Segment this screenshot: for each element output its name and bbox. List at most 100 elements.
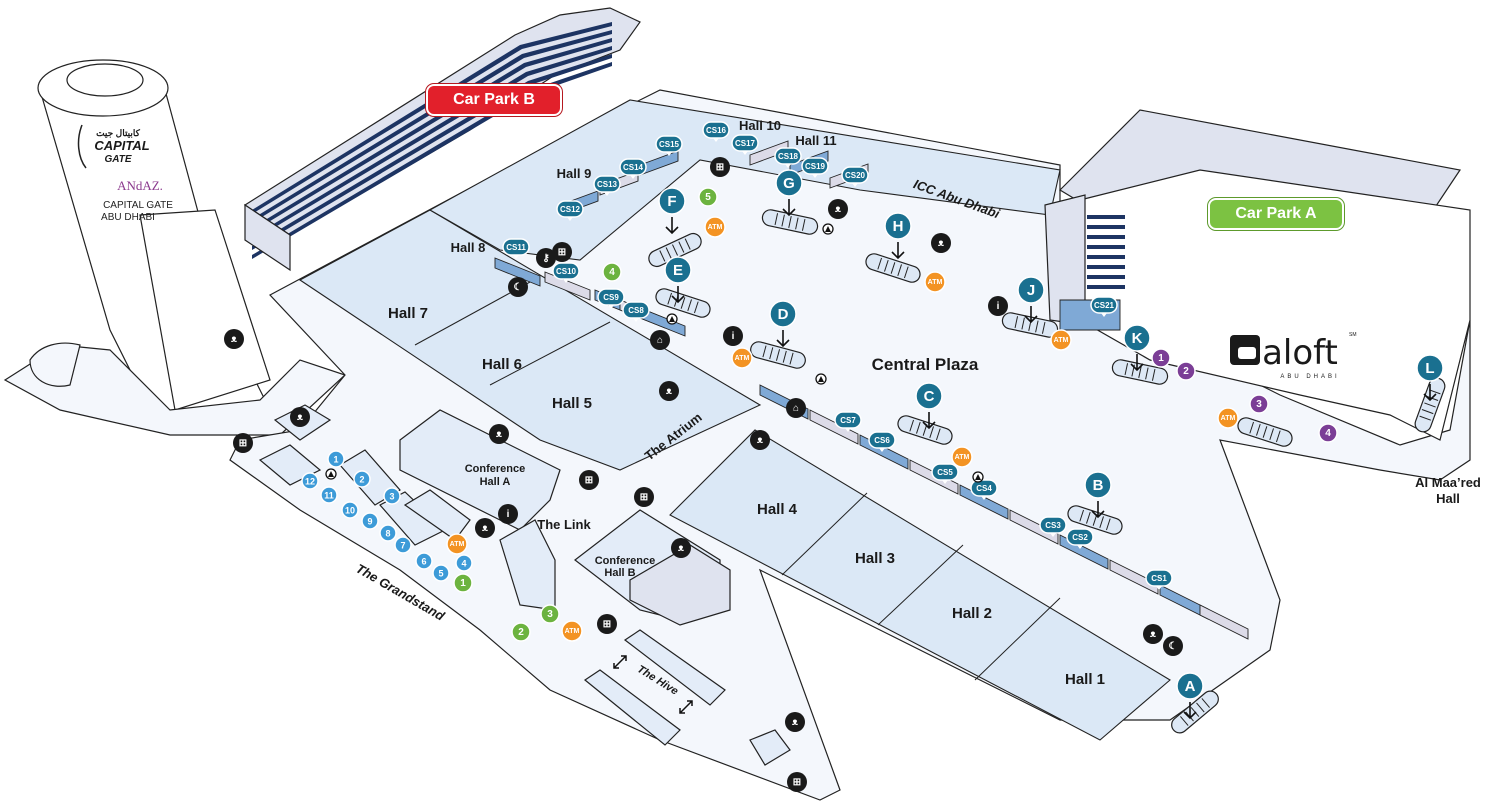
hall-8-label[interactable]: Hall 8 (451, 240, 486, 255)
hall-11-label[interactable]: Hall 11 (795, 133, 836, 148)
hall-6-label[interactable]: Hall 6 (482, 356, 522, 373)
first-aid-icon[interactable]: ⌂ (650, 330, 670, 350)
purple-marker-4[interactable]: 4 (1318, 423, 1338, 443)
restroom-icon[interactable]: ᴥ (931, 233, 951, 253)
lift-icon[interactable]: ⊞ (552, 242, 572, 262)
escalator-icon[interactable] (864, 252, 922, 285)
car-park-a-badge[interactable]: Car Park A (1208, 198, 1344, 230)
conference-suite-cs11[interactable]: CS11 (502, 238, 530, 259)
conference-suite-cs10[interactable]: CS10 (552, 262, 580, 283)
atm-marker[interactable]: ATM (1217, 407, 1239, 429)
restroom-icon[interactable]: ᴥ (1143, 624, 1163, 644)
conference-suite-cs2[interactable]: CS2 (1066, 528, 1094, 549)
conference-suite-cs15[interactable]: CS15 (655, 135, 683, 156)
purple-marker-1[interactable]: 1 (1151, 348, 1171, 368)
atm-marker[interactable]: ATM (446, 533, 468, 555)
green-marker-2[interactable]: 2 (511, 622, 531, 642)
car-park-b-badge[interactable]: Car Park B (426, 84, 562, 116)
restroom-icon[interactable]: ᴥ (750, 430, 770, 450)
purple-marker-2[interactable]: 2 (1176, 361, 1196, 381)
conference-suite-cs7[interactable]: CS7 (834, 411, 862, 432)
green-marker-4[interactable]: 4 (602, 262, 622, 282)
entrance-a-marker[interactable]: A (1176, 672, 1204, 700)
conference-suite-cs8[interactable]: CS8 (622, 301, 650, 322)
blue-marker-12[interactable]: 12 (301, 472, 319, 490)
atm-marker[interactable]: ATM (951, 446, 973, 468)
lift-icon[interactable]: ⊞ (597, 614, 617, 634)
escalator-icon[interactable] (896, 414, 954, 447)
green-marker-3[interactable]: 3 (540, 604, 560, 624)
entrance-c-marker[interactable]: C (915, 382, 943, 410)
conference-suite-cs12[interactable]: CS12 (556, 200, 584, 221)
hall-2-label[interactable]: Hall 2 (952, 605, 992, 622)
conference-hall-a-building[interactable] (399, 409, 561, 531)
conference-suite-cs21[interactable]: CS21 (1090, 296, 1118, 317)
conference-suite-cs16[interactable]: CS16 (702, 121, 730, 142)
conference-suite-cs20[interactable]: CS20 (841, 166, 869, 187)
conference-suite-cs6[interactable]: CS6 (868, 431, 896, 452)
restroom-icon[interactable]: ᴥ (475, 518, 495, 538)
hall-5-label[interactable]: Hall 5 (552, 395, 592, 412)
first-aid-icon[interactable]: ⌂ (786, 398, 806, 418)
hall-4-label[interactable]: Hall 4 (757, 501, 798, 518)
blue-marker-9[interactable]: 9 (361, 512, 379, 530)
entrance-f-marker[interactable]: F (658, 187, 686, 215)
conference-suite-cs18[interactable]: CS18 (774, 147, 802, 168)
blue-marker-4[interactable]: 4 (455, 554, 473, 572)
escalator-icon[interactable] (1111, 358, 1169, 385)
entrance-l-marker[interactable]: L (1416, 354, 1444, 382)
conference-suite-cs5[interactable]: CS5 (931, 463, 959, 484)
conference-suite-cs4[interactable]: CS4 (970, 479, 998, 500)
atm-marker[interactable]: ATM (1050, 329, 1072, 351)
atm-marker[interactable]: ATM (704, 216, 726, 238)
blue-marker-5[interactable]: 5 (432, 564, 450, 582)
hall-10-label[interactable]: Hall 10 (739, 118, 781, 133)
conference-suite-cs19[interactable]: CS19 (801, 157, 829, 178)
conference-suite-cs1[interactable]: CS1 (1145, 569, 1173, 590)
restroom-icon[interactable]: ᴥ (671, 538, 691, 558)
blue-marker-11[interactable]: 11 (320, 486, 338, 504)
hall-9-label[interactable]: Hall 9 (557, 166, 592, 181)
conference-suite-cs3[interactable]: CS3 (1039, 516, 1067, 537)
blue-marker-10[interactable]: 10 (341, 501, 359, 519)
escalator-icon[interactable] (761, 208, 819, 235)
capital-gate-tower[interactable] (3, 59, 347, 436)
escalator-icon[interactable] (749, 340, 807, 370)
prayer-room-icon[interactable]: ☾ (1163, 636, 1183, 656)
restroom-icon[interactable]: ᴥ (785, 712, 805, 732)
purple-marker-3[interactable]: 3 (1249, 394, 1269, 414)
conference-suite-cs9[interactable]: CS9 (597, 288, 625, 309)
entrance-j-marker[interactable]: J (1017, 276, 1045, 304)
entrance-b-marker[interactable]: B (1084, 471, 1112, 499)
lift-icon[interactable]: ⊞ (579, 470, 599, 490)
atm-marker[interactable]: ATM (561, 620, 583, 642)
key-icon[interactable]: ⚷ (536, 248, 556, 268)
info-icon[interactable]: i (723, 326, 743, 346)
restroom-icon[interactable]: ᴥ (224, 329, 244, 349)
green-marker-1[interactable]: 1 (453, 573, 473, 593)
entrance-g-marker[interactable]: G (775, 169, 803, 197)
atm-marker[interactable]: ATM (731, 347, 753, 369)
lift-icon[interactable]: ⊞ (634, 487, 654, 507)
restroom-icon[interactable]: ᴥ (290, 407, 310, 427)
info-icon[interactable]: i (988, 296, 1008, 316)
entrance-d-marker[interactable]: D (769, 300, 797, 328)
restroom-icon[interactable]: ᴥ (659, 381, 679, 401)
lift-icon[interactable]: ⊞ (787, 772, 807, 792)
hall-1-label[interactable]: Hall 1 (1065, 671, 1105, 688)
entrance-k-marker[interactable]: K (1123, 324, 1151, 352)
entrance-h-marker[interactable]: H (884, 212, 912, 240)
conference-suite-cs14[interactable]: CS14 (619, 158, 647, 179)
escalator-icon[interactable] (1236, 416, 1294, 449)
lift-icon[interactable]: ⊞ (233, 433, 253, 453)
restroom-icon[interactable]: ᴥ (489, 424, 509, 444)
blue-marker-3[interactable]: 3 (383, 487, 401, 505)
info-icon[interactable]: i (498, 504, 518, 524)
prayer-room-icon[interactable]: ☾ (508, 277, 528, 297)
car-park-b-building[interactable] (243, 7, 641, 272)
blue-marker-6[interactable]: 6 (415, 552, 433, 570)
conference-suite-cs13[interactable]: CS13 (593, 175, 621, 196)
green-marker-5[interactable]: 5 (698, 187, 718, 207)
hall-7-label[interactable]: Hall 7 (388, 305, 428, 322)
conference-suite-cs17[interactable]: CS17 (731, 134, 759, 155)
